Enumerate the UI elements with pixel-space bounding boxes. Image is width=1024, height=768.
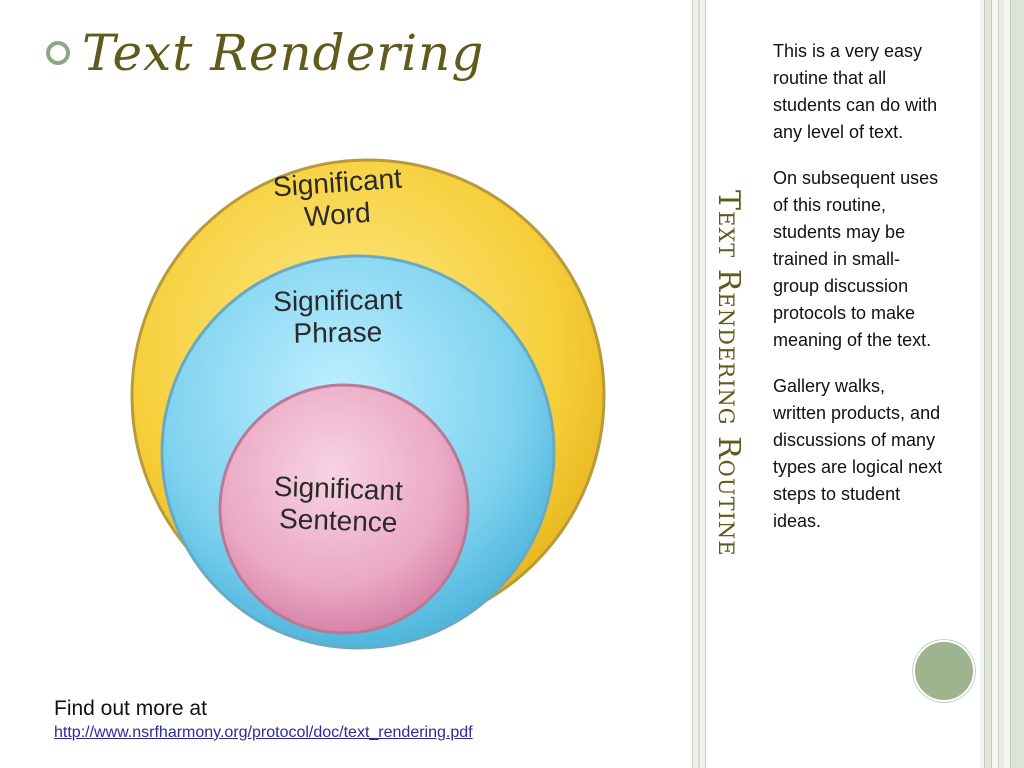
vertical-title: Text Rendering Routine — [710, 190, 750, 590]
side-paragraph-1: This is a very easy routine that all stu… — [773, 41, 938, 142]
inner-circle — [218, 383, 470, 635]
side-text: This is a very easy routine that all stu… — [773, 38, 943, 554]
inner-label-line1: Significant — [273, 471, 403, 506]
middle-label-line1: Significant — [273, 284, 403, 317]
title-row: Text Rendering — [46, 18, 484, 88]
vertical-title-text: Text Rendering Routine — [711, 190, 746, 557]
nested-circles-diagram: Significant Word Significant Phrase Sign… — [130, 158, 606, 650]
inner-label-line2: Sentence — [279, 503, 398, 538]
page-title: Text Rendering — [82, 24, 485, 82]
decorative-circle-icon — [913, 640, 975, 702]
side-paragraph-2: On subsequent uses of this routine, stud… — [773, 168, 939, 350]
middle-label-line2: Phrase — [293, 316, 382, 349]
footer-link[interactable]: http://www.nsrfharmony.org/protocol/doc/… — [54, 724, 473, 741]
edge-strip — [980, 0, 1024, 768]
footer: Find out more at http://www.nsrfharmony.… — [54, 696, 473, 744]
outer-label-line2: Word — [303, 197, 371, 233]
side-paragraph-3: Gallery walks, written products, and dis… — [773, 376, 943, 531]
bullet-ring-icon — [46, 41, 70, 65]
footer-label: Find out more at — [54, 697, 207, 720]
divider-strip — [692, 0, 706, 768]
